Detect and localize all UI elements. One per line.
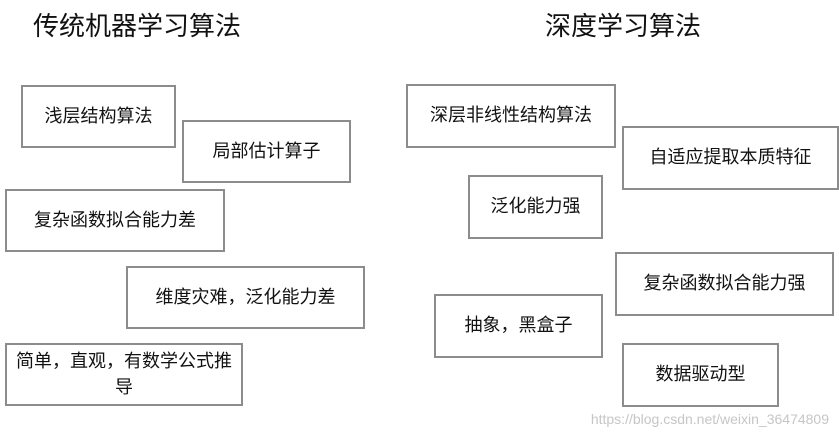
box-label: 维度灾难，泛化能力差 [155, 286, 336, 308]
weak-function-fitting-box: 复杂函数拟合能力差 [5, 189, 225, 252]
box-label: 抽象，黑盒子 [464, 315, 573, 336]
box-label: 泛化能力强 [490, 196, 581, 217]
adaptive-feature-box: 自适应提取本质特征 [622, 126, 839, 190]
black-box-box: 抽象，黑盒子 [434, 294, 603, 358]
data-driven-box: 数据驱动型 [622, 343, 779, 407]
watermark-url: https://blog.csdn.net/weixin_36474809 [590, 411, 829, 427]
deep-learning-title: 深度学习算法 [545, 12, 702, 42]
deep-nonlinear-box: 深层非线性结构算法 [406, 84, 616, 148]
box-label: 数据驱动型 [655, 364, 746, 385]
box-label: 局部估计算子 [212, 140, 321, 162]
strong-function-fitting-box: 复杂函数拟合能力强 [615, 252, 834, 316]
simple-intuitive-box: 简单，直观，有数学公式推导 [5, 343, 243, 406]
box-label: 简单，直观，有数学公式推导 [16, 350, 232, 398]
box-label: 浅层结构算法 [44, 105, 153, 127]
dimensionality-curse-box: 维度灾难，泛化能力差 [126, 266, 365, 329]
box-label: 深层非线性结构算法 [430, 105, 592, 126]
local-estimator-box: 局部估计算子 [182, 120, 351, 183]
box-label: 复杂函数拟合能力差 [34, 209, 196, 231]
box-label: 复杂函数拟合能力强 [643, 273, 806, 294]
box-label: 自适应提取本质特征 [649, 147, 812, 168]
strong-generalization-box: 泛化能力强 [468, 175, 603, 239]
shallow-structure-box: 浅层结构算法 [21, 85, 176, 148]
traditional-ml-title: 传统机器学习算法 [33, 12, 242, 42]
